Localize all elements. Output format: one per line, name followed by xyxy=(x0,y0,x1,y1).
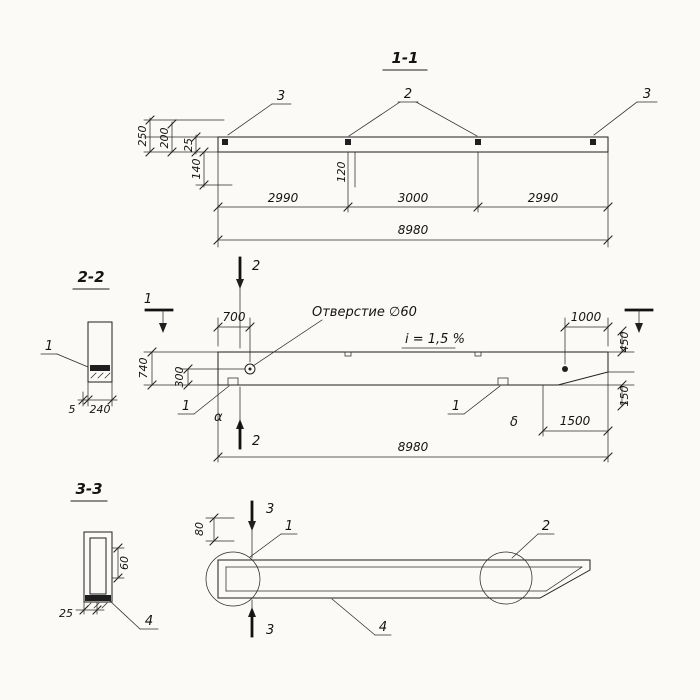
plan-view: 3 3 80 1 2 4 xyxy=(193,500,591,638)
loop-mark xyxy=(344,351,352,357)
bottom-wall xyxy=(85,595,111,601)
section-mark-1: 1 xyxy=(144,292,152,307)
dim-8980-top: 8980 xyxy=(398,223,429,237)
bearing-plate xyxy=(345,139,351,145)
bearing-plate xyxy=(475,139,481,145)
view-1-1-title: 1-1 xyxy=(391,49,418,67)
leader-line xyxy=(227,103,273,136)
section-3-3-outline xyxy=(83,531,113,603)
hole-60-right xyxy=(562,366,568,372)
dim-200: 200 xyxy=(158,128,171,149)
support-notch-alpha xyxy=(227,377,239,386)
bearing-plate xyxy=(590,139,596,145)
leader-line xyxy=(593,101,638,136)
beam-elevation-outline xyxy=(217,351,609,386)
dim-240: 240 xyxy=(90,403,111,416)
dim-60: 60 xyxy=(118,556,131,570)
callout-1-right: 1 xyxy=(452,399,460,414)
callout-3-right: 3 xyxy=(643,87,651,102)
dim-5: 5 xyxy=(69,403,76,416)
dim-250: 250 xyxy=(136,126,149,147)
dim-1000: 1000 xyxy=(571,310,602,324)
leader-line xyxy=(463,385,501,415)
dim-2990-left: 2990 xyxy=(268,191,299,205)
leader-line xyxy=(331,598,376,636)
dim-25-detail: 25 xyxy=(59,607,73,620)
dim-8980-elev: 8980 xyxy=(398,440,429,454)
section-mark-3-top: 3 xyxy=(266,502,274,517)
bearing-plate-section xyxy=(90,365,110,371)
callout-2-plan: 2 xyxy=(542,519,550,534)
dim-150: 150 xyxy=(618,386,631,407)
callout-4-plan: 4 xyxy=(379,620,387,635)
dim-120: 120 xyxy=(335,162,348,183)
section-mark-3-bottom: 3 xyxy=(266,623,274,638)
detail-circle-left xyxy=(205,551,261,607)
section-2-2-outline xyxy=(87,321,113,383)
support-notch-delta xyxy=(497,377,509,386)
elevation-view: 2 1 Отверстие ∅60 i = 1,5 % 700 xyxy=(137,256,654,463)
section-mark-2-top: 2 xyxy=(252,259,260,274)
dim-80: 80 xyxy=(193,522,206,536)
leader-line xyxy=(348,101,401,137)
plan-outline xyxy=(217,559,591,599)
dim-300: 300 xyxy=(173,367,186,388)
section-3-3-inner xyxy=(89,537,107,595)
dim-140: 140 xyxy=(190,159,203,180)
dim-2990-right: 2990 xyxy=(528,191,559,205)
callout-alpha: α xyxy=(214,410,223,425)
view-1-1: 1-1 3 2 3 250 200 25 140 xyxy=(136,49,658,248)
dim-740: 740 xyxy=(137,358,150,379)
callout-1-detail: 1 xyxy=(45,339,53,354)
callout-1-plan: 1 xyxy=(285,519,293,534)
section-2-2-detail: 2-2 1 5 240 xyxy=(40,268,118,416)
section-mark-2-bottom: 2 xyxy=(252,434,260,449)
section-2-2-title: 2-2 xyxy=(77,268,104,286)
callout-2: 2 xyxy=(404,87,412,102)
callout-3-left: 3 xyxy=(277,89,285,104)
hole-label: Отверстие ∅60 xyxy=(312,305,417,320)
leader-line xyxy=(511,533,539,559)
bearing-plate xyxy=(222,139,228,145)
callout-4-detail: 4 xyxy=(145,614,153,629)
detail-circle-right xyxy=(479,551,533,605)
dim-700: 700 xyxy=(223,310,246,324)
section-3-3-detail: 3-3 60 25 4 xyxy=(59,480,159,630)
callout-1-left: 1 xyxy=(182,399,190,414)
loop-mark xyxy=(474,351,482,357)
leader-line xyxy=(252,319,323,367)
leader-line xyxy=(109,600,141,630)
leader-line xyxy=(193,385,230,415)
leader-line xyxy=(56,353,89,368)
leader-line xyxy=(249,533,282,558)
dim-450: 450 xyxy=(618,332,631,353)
callout-delta: δ xyxy=(510,415,518,430)
slope-label: i = 1,5 % xyxy=(405,332,465,347)
dim-25: 25 xyxy=(182,138,195,152)
leader-line xyxy=(415,101,478,137)
dim-3000: 3000 xyxy=(398,191,429,205)
section-3-3-title: 3-3 xyxy=(75,480,102,498)
beam-top-outline xyxy=(217,136,609,153)
dim-1500: 1500 xyxy=(560,414,591,428)
